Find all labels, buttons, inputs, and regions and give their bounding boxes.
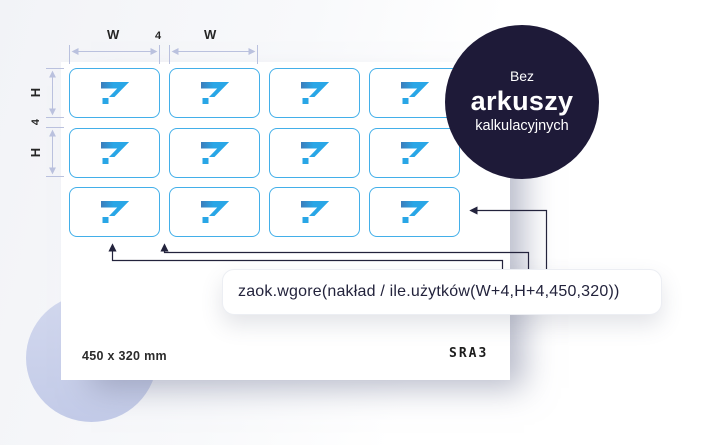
badge-circle: Bez arkuszy kalkulacyjnych (445, 25, 599, 179)
brand-logo-icon (400, 201, 429, 224)
label-box (169, 187, 260, 238)
dimension-label-top-gap: 4 (155, 30, 162, 42)
dimension-label-width-2: W (204, 27, 217, 42)
badge-line-3: kalkulacyjnych (475, 118, 569, 134)
brand-logo-icon (300, 141, 329, 164)
dimension-label-left-gap: 4 (30, 118, 43, 126)
label-box (69, 127, 160, 178)
brand-logo-icon (400, 141, 429, 164)
brand-logo-icon (300, 201, 329, 224)
sheet-format-label: SRA3 (449, 346, 489, 361)
label-box (269, 127, 360, 178)
brand-logo-icon (200, 141, 229, 164)
label-box (69, 187, 160, 238)
label-grid (61, 62, 510, 380)
formula-text: zaok.wgore(nakład / ile.użytków(W+4,H+4,… (238, 283, 620, 300)
brand-logo-icon (200, 201, 229, 224)
brand-logo-icon (100, 201, 129, 224)
print-sheet: 450 x 320 mm SRA3 (61, 62, 510, 380)
label-box (69, 68, 160, 118)
brand-logo-icon (100, 141, 129, 164)
label-box (369, 187, 460, 238)
brand-logo-icon (100, 82, 129, 104)
label-box (269, 187, 360, 238)
label-box (169, 68, 260, 118)
sheet-size-label: 450 x 320 mm (82, 349, 167, 363)
brand-logo-icon (200, 82, 229, 104)
badge-line-2: arkuszy (470, 86, 574, 116)
dimension-label-width-1: W (107, 27, 120, 42)
label-box (369, 127, 460, 178)
brand-logo-icon (400, 82, 429, 104)
label-box (269, 68, 360, 118)
badge-line-1: Bez (509, 68, 535, 84)
label-box (169, 127, 260, 178)
brand-logo-icon (300, 82, 329, 104)
dimension-label-height-2: H (28, 147, 44, 158)
formula-box: zaok.wgore(nakład / ile.użytków(W+4,H+4,… (222, 269, 662, 315)
dimension-label-height-1: H (28, 87, 44, 98)
